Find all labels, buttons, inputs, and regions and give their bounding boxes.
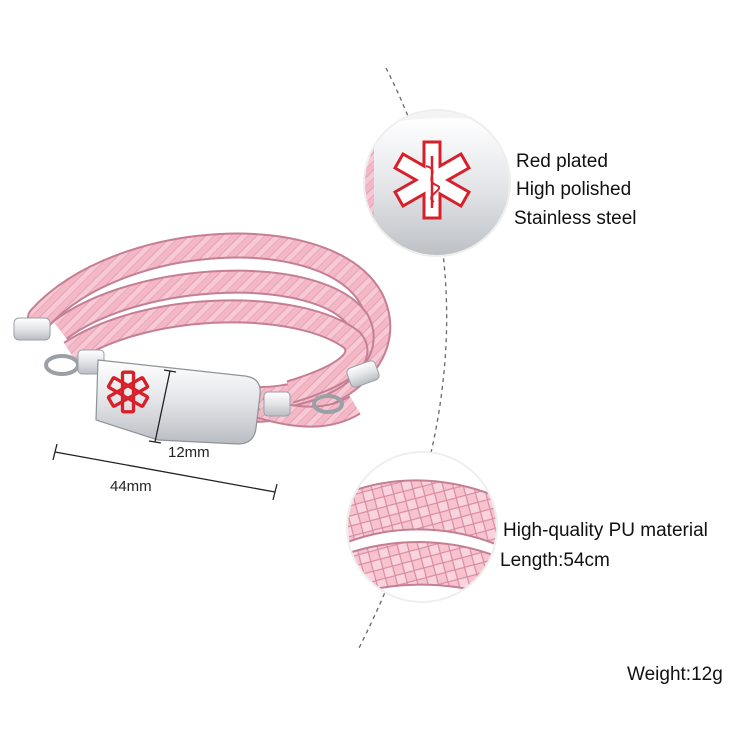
tag-medical-symbol [106, 370, 150, 414]
tag-detail-magnifier [363, 109, 511, 257]
callout-length: Length:54cm [500, 550, 610, 571]
callout-high-polished: High polished [516, 179, 632, 200]
callout-red-plated: Red plated [516, 151, 608, 172]
material-detail-magnifier [346, 451, 498, 603]
length-dimension-line [52, 443, 278, 501]
width-dimension-line [148, 369, 177, 444]
star-of-life-icon [392, 140, 472, 220]
dimension-length-label: 44mm [110, 478, 152, 495]
bracelet-image [13, 232, 392, 445]
callout-stainless-steel: Stainless steel [514, 208, 637, 229]
weight-label: Weight:12g [627, 664, 723, 685]
dimension-width-label: 12mm [168, 444, 210, 461]
callout-pu-material: High-quality PU material [503, 520, 708, 541]
